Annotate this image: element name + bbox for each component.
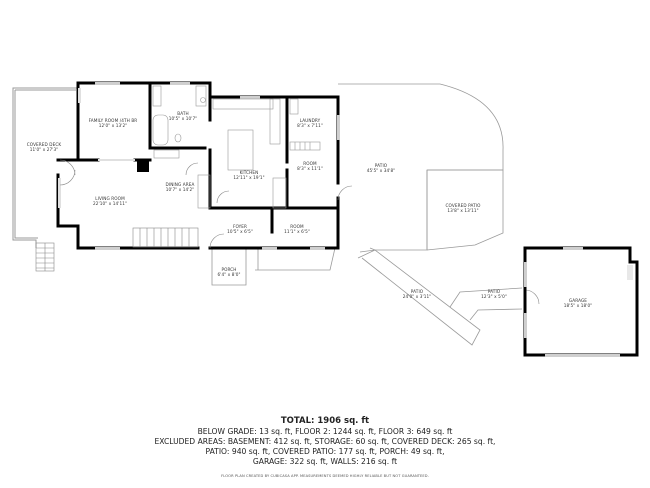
patio-diagonal-dims: 24'0" x 3'11" <box>403 294 432 299</box>
foyer-label: FOYER <box>233 224 247 229</box>
bath-label: BATH <box>177 111 189 116</box>
garage-walls <box>523 246 639 357</box>
fixtures <box>152 85 321 209</box>
garage-dims: 18'5" x 18'0" <box>564 303 593 308</box>
summary-line-1: BELOW GRADE: 13 sq. ft, FLOOR 2: 1244 sq… <box>197 427 453 436</box>
family-room-label: FAMILY ROOM /4TH BR <box>89 118 138 123</box>
room-2-dims: 11'1" x 6'5" <box>284 229 310 234</box>
interior-stairs <box>132 227 199 248</box>
room-labels: COVERED DECK 11'0" x 27'3" FAMILY ROOM /… <box>27 111 593 308</box>
floor-plan: COVERED DECK 11'0" x 27'3" FAMILY ROOM /… <box>12 81 639 357</box>
door-swings <box>59 159 540 305</box>
family-room-dims: 12'0" x 13'2" <box>99 123 128 128</box>
room-2-label: ROOM <box>290 224 304 229</box>
covered-deck-dims: 11'0" x 27'3" <box>30 147 59 152</box>
porch-outline <box>211 248 247 286</box>
windows <box>58 82 340 250</box>
kitchen-label: KITCHEN <box>240 170 259 175</box>
patio-main-label: PATIO <box>375 163 388 168</box>
foyer-dims: 10'5" x 6'5" <box>227 229 253 234</box>
garage-label: GARAGE <box>569 298 587 303</box>
covered-patio-label: COVERED PATIO <box>446 203 482 208</box>
summary-line-3: PATIO: 940 sq. ft, COVERED PATIO: 177 sq… <box>205 447 445 456</box>
total-area: TOTAL: 1906 sq. ft <box>280 416 370 426</box>
porch-dims: 6'4" x 8'0" <box>217 272 240 277</box>
diagonal-patio-outline <box>357 249 523 346</box>
covered-deck-label: COVERED DECK <box>27 142 62 147</box>
patio-walk-dims: 12'3" x 5'0" <box>481 294 507 299</box>
covered-patio-dims: 13'8" x 13'11" <box>447 208 478 213</box>
patio-walk-label: PATIO <box>488 289 501 294</box>
patio-main-dims: 45'5" x 34'8" <box>367 168 396 173</box>
dining-area-dims: 10'7" x 14'2" <box>166 187 195 192</box>
chimney <box>137 160 149 172</box>
living-room-label: LIVING ROOM <box>95 196 125 201</box>
room-1-label: ROOM <box>303 161 317 166</box>
disclaimer-footer: FLOOR PLAN CREATED BY CUBICASA APP. MEAS… <box>221 474 429 478</box>
patio-outline <box>255 83 504 271</box>
living-room-dims: 22'10" x 14'11" <box>93 201 127 206</box>
bath-dims: 10'5" x 10'7" <box>169 116 198 121</box>
deck-stairs <box>35 242 55 272</box>
patio-diagonal-label: PATIO <box>411 289 424 294</box>
summary-line-4: GARAGE: 322 sq. ft, WALLS: 216 sq. ft <box>252 457 398 466</box>
dining-area-label: DINING AREA <box>166 182 195 187</box>
kitchen-dims: 12'11" x 19'1" <box>233 175 264 180</box>
room-1-dims: 8'3" x 11'1" <box>297 166 323 171</box>
garage-windows <box>524 247 633 357</box>
porch-label: PORCH <box>221 267 236 272</box>
laundry-dims: 8'3" x 7'11" <box>297 123 323 128</box>
summary-line-2: EXCLUDED AREAS: BASEMENT: 412 sq. ft, ST… <box>154 437 496 446</box>
covered-deck-outline <box>12 87 78 248</box>
area-summary: TOTAL: 1906 sq. ft BELOW GRADE: 13 sq. f… <box>0 416 650 479</box>
laundry-label: LAUNDRY <box>300 118 321 123</box>
